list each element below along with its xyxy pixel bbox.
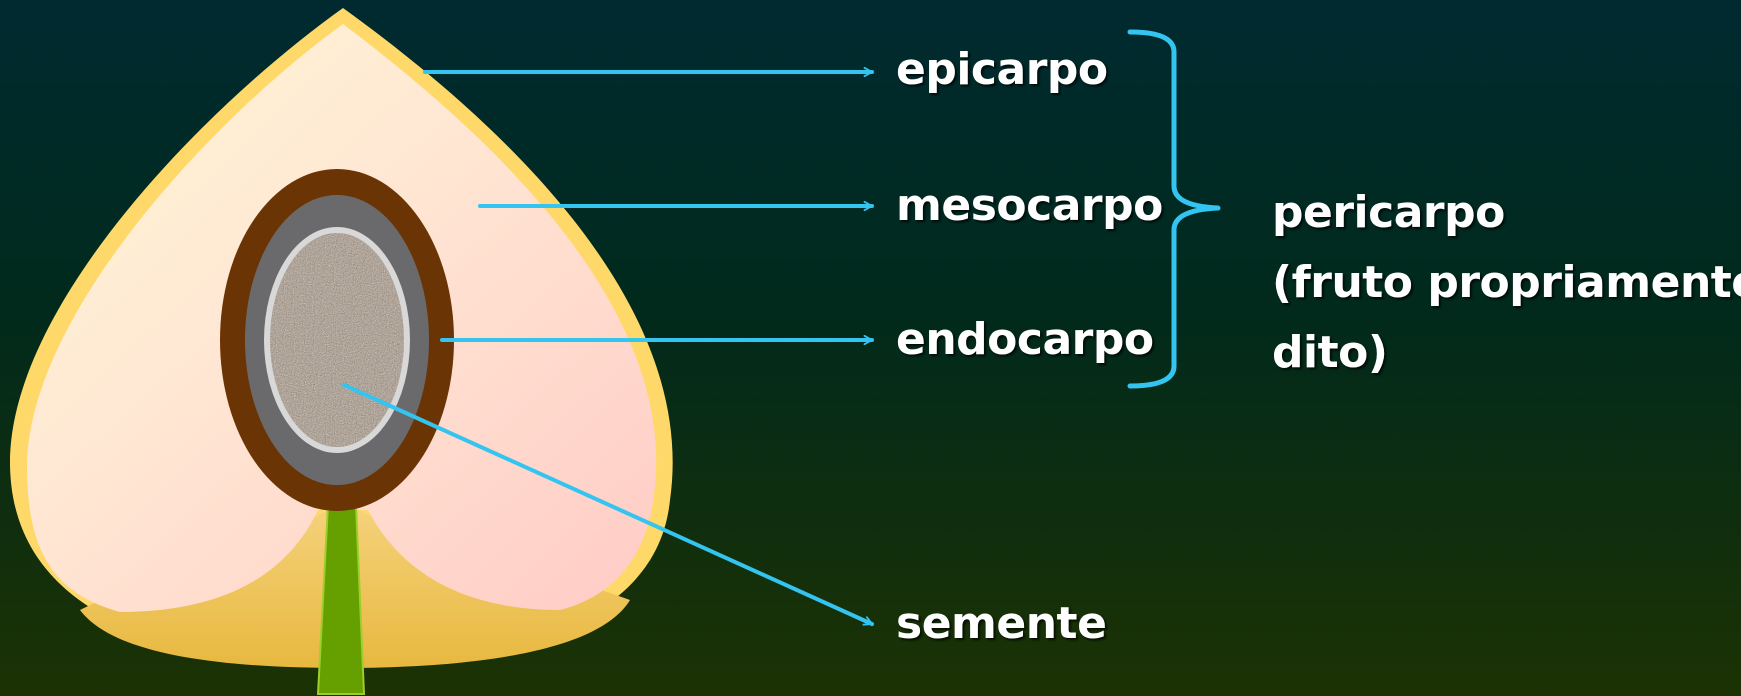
pit [220,169,454,511]
label-dito: dito) [1272,318,1741,388]
label-fruto-propriamente: (fruto propriamente [1272,248,1741,318]
label-semente: semente [896,598,1106,649]
label-epicarpo: epicarpo [896,44,1108,95]
label-pericarpo: pericarpo [1272,178,1741,248]
seed-texture [270,233,404,447]
label-mesocarpo: mesocarpo [896,180,1163,231]
label-endocarpo: endocarpo [896,314,1154,365]
label-pericarpo-group: pericarpo (fruto propriamente dito) [1272,178,1741,388]
